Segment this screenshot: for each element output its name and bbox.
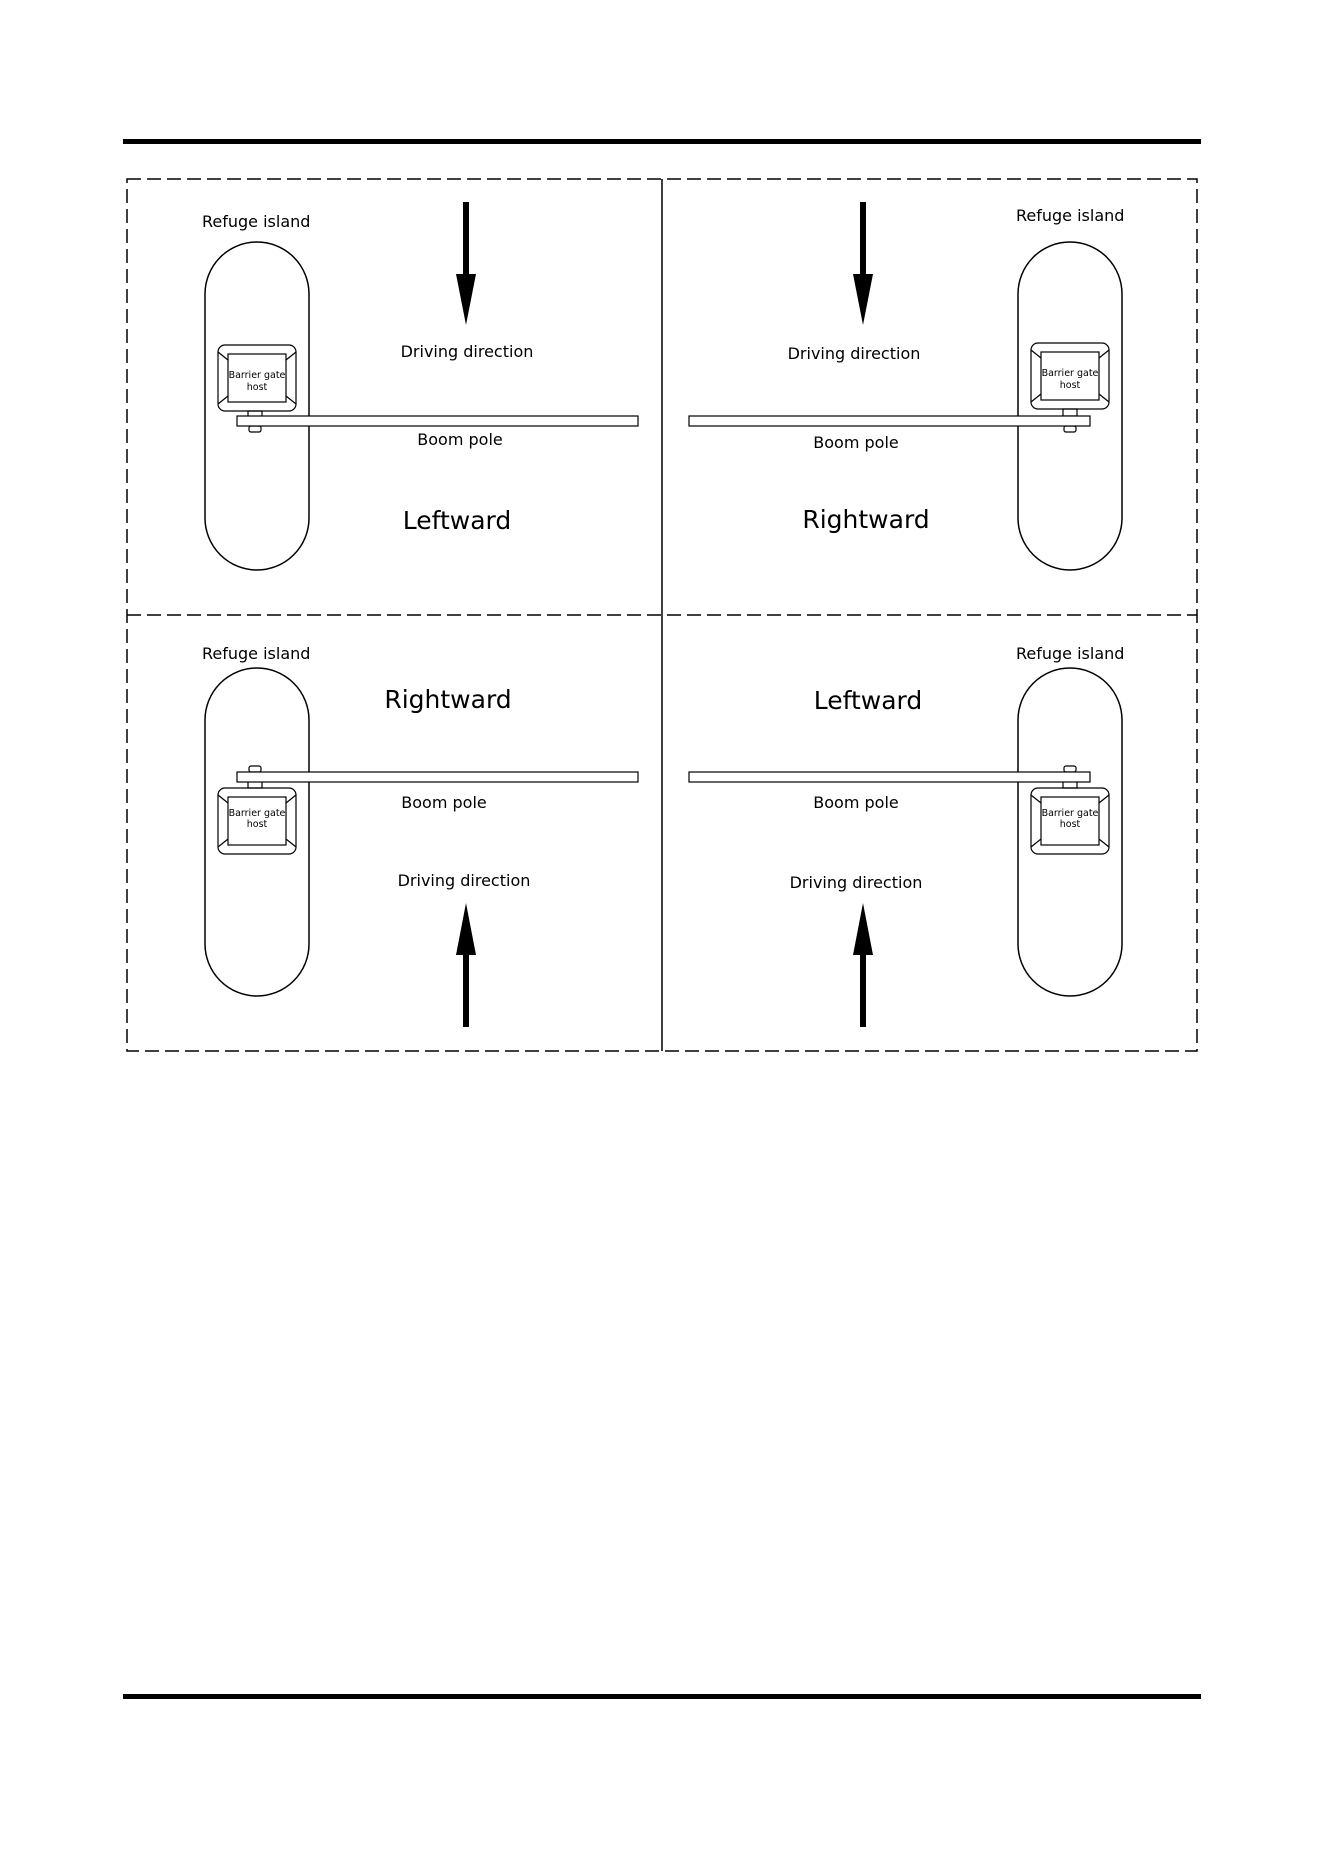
host-label-line2: host (1060, 380, 1081, 391)
panel-top-left: Refuge island Barrier gate host Boom pol… (202, 202, 638, 570)
panel-grid (127, 179, 1197, 1051)
driving-direction-arrow-up (456, 903, 476, 1027)
driving-direction-arrow-down (853, 202, 873, 325)
refuge-island-label: Refuge island (202, 212, 310, 231)
panel-bottom-right: Refuge island Barrier gate host Boom pol… (689, 644, 1124, 1027)
driving-direction-label: Driving direction (401, 342, 534, 361)
orientation-title: Leftward (403, 506, 512, 535)
boom-pole-label: Boom pole (417, 430, 502, 449)
host-label-line1: Barrier gate (229, 808, 286, 819)
boom-pole (689, 772, 1090, 782)
panel-bottom-left: Refuge island Barrier gate host Boom pol… (202, 644, 638, 1027)
boom-pole (237, 416, 638, 426)
host-label-line1: Barrier gate (229, 370, 286, 381)
driving-direction-label: Driving direction (790, 873, 923, 892)
refuge-island (1018, 668, 1122, 996)
host-label-line1: Barrier gate (1042, 808, 1099, 819)
driving-direction-label: Driving direction (788, 344, 921, 363)
host-label-line2: host (247, 382, 268, 393)
refuge-island (205, 668, 309, 996)
orientation-title: Rightward (384, 685, 511, 714)
driving-direction-label: Driving direction (398, 871, 531, 890)
boom-pole-label: Boom pole (813, 433, 898, 452)
orientation-title: Rightward (802, 505, 929, 534)
refuge-island-label: Refuge island (1016, 644, 1124, 663)
driving-direction-arrow-up (853, 903, 873, 1027)
host-label-line2: host (1060, 819, 1081, 830)
host-label-line2: host (247, 819, 268, 830)
refuge-island-label: Refuge island (1016, 206, 1124, 225)
refuge-island (1018, 242, 1122, 570)
panel-top-right: Refuge island Barrier gate host Boom pol… (689, 202, 1124, 570)
host-label-line1: Barrier gate (1042, 368, 1099, 379)
boom-pole (237, 772, 638, 782)
orientation-title: Leftward (814, 686, 923, 715)
driving-direction-arrow-down (456, 202, 476, 325)
refuge-island (205, 242, 309, 570)
boom-pole-label: Boom pole (401, 793, 486, 812)
refuge-island-label: Refuge island (202, 644, 310, 663)
boom-pole (689, 416, 1090, 426)
boom-pole-label: Boom pole (813, 793, 898, 812)
